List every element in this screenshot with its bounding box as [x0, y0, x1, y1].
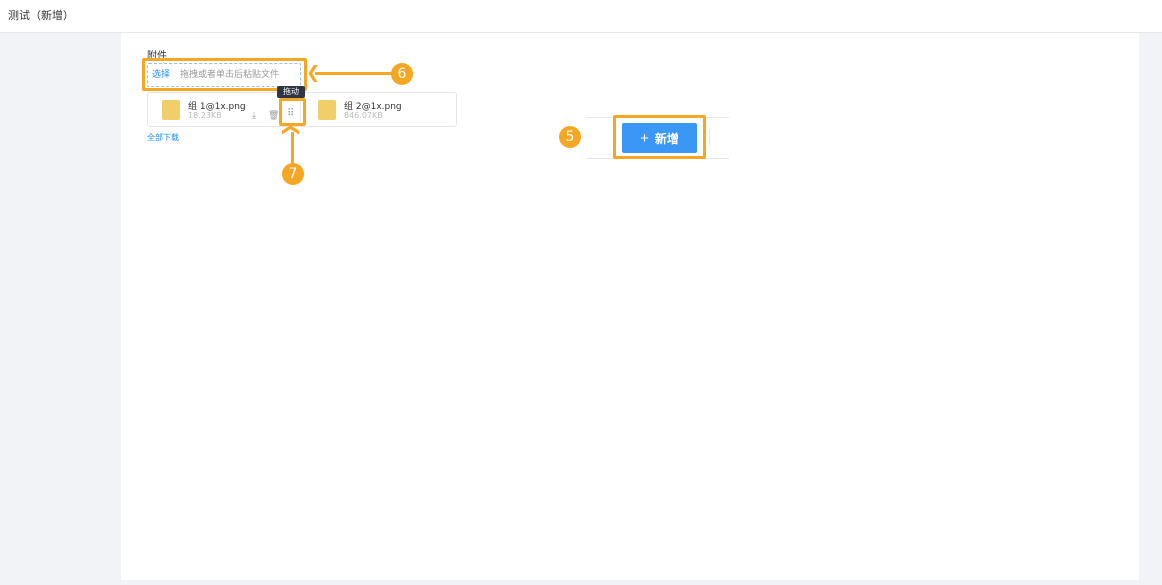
plus-icon: + — [640, 129, 649, 147]
image-file-icon — [162, 100, 180, 120]
highlight-box-5 — [613, 115, 706, 159]
drag-handle-icon[interactable]: ⠿ — [287, 108, 294, 119]
download-all-link[interactable]: 全部下载 — [147, 133, 179, 142]
upload-dropzone[interactable]: 选择拖拽或者单击后粘贴文件 — [147, 63, 301, 87]
header: 测试（新增） — [0, 0, 1162, 33]
drag-tooltip: 拖动 — [277, 86, 305, 98]
select-file-link[interactable]: 选择 — [152, 70, 171, 80]
highlight-box-7 — [279, 98, 306, 126]
add-button-label: 新增 — [654, 131, 679, 146]
add-button[interactable]: + 新增 — [622, 123, 697, 153]
arrow-line-6 — [315, 72, 393, 75]
annotation-5: 5 — [559, 126, 581, 148]
annotation-6: 6 — [391, 63, 413, 85]
download-icon[interactable]: ⤓ — [252, 111, 256, 121]
page-title: 测试（新增） — [8, 9, 74, 22]
annotation-7: 7 — [282, 163, 304, 185]
file-list: 组 1@1x.png 18.23KB ⤓ 🗑 ⠿ 组 2@1x.png 846.… — [147, 92, 457, 127]
attachment-label: 附件 — [147, 51, 167, 62]
divider — [709, 130, 710, 145]
arrow-line-7 — [291, 132, 294, 164]
file-size: 846.07KB — [344, 111, 383, 120]
highlight-box-6 — [142, 58, 307, 91]
file-size: 18.23KB — [188, 111, 222, 120]
file-name: 组 2@1x.png — [344, 102, 402, 112]
file-item[interactable]: 组 1@1x.png 18.23KB ⤓ 🗑 ⠿ — [148, 93, 298, 126]
arrow-up-icon: ❮ — [281, 122, 302, 138]
drop-hint: 拖拽或者单击后粘贴文件 — [180, 70, 280, 80]
arrow-left-icon: ❮ — [306, 63, 321, 83]
delete-icon[interactable]: 🗑 — [268, 111, 280, 121]
file-item[interactable]: 组 2@1x.png 846.07KB — [304, 93, 454, 126]
divider — [300, 97, 301, 122]
file-name: 组 1@1x.png — [188, 102, 246, 112]
image-file-icon — [318, 100, 336, 120]
